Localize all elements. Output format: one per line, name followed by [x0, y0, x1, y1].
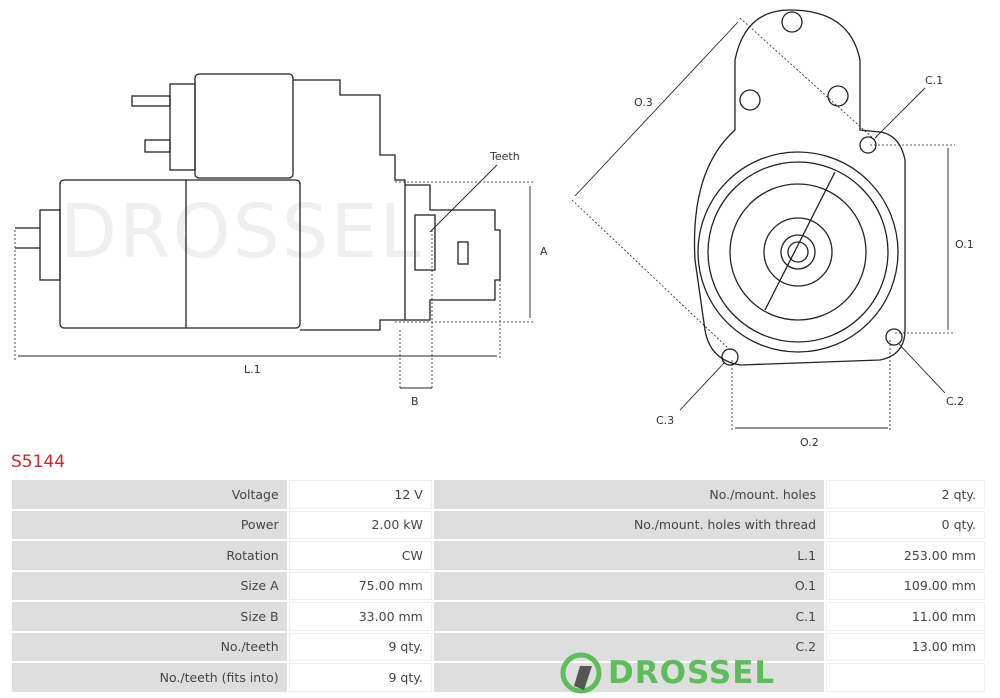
spec-label: No./teeth (fits into) [12, 663, 287, 692]
spec-value: 9 qty. [288, 663, 432, 692]
spec-value: 109.00 mm [826, 571, 985, 600]
spec-label: No./mount. holes [433, 480, 825, 509]
spec-label: L.1 [433, 541, 825, 570]
starter-drawing: Teeth A B L.1 O.3 C.1 O.1 C.2 C.3 O.2 [14, 9, 974, 449]
spec-label: No./mount. holes with thread [433, 510, 825, 539]
drossel-logo: DROSSEL [560, 652, 775, 694]
label-o2: O.2 [800, 436, 819, 449]
label-c1: C.1 [925, 74, 943, 87]
label-teeth: Teeth [489, 150, 520, 163]
spec-label [433, 663, 825, 692]
spec-label: O.1 [433, 571, 825, 600]
label-l1: L.1 [244, 363, 261, 376]
spec-label: Rotation [12, 541, 287, 570]
spec-value: 11.00 mm [826, 602, 985, 631]
spec-label: No./teeth [12, 632, 287, 661]
spec-label: Size A [12, 571, 287, 600]
spec-row: No./teeth (fits into)9 qty. [12, 663, 985, 692]
side-view [14, 73, 535, 390]
spec-value: CW [288, 541, 432, 570]
product-code: S5144 [11, 452, 66, 472]
spec-label: Size B [12, 602, 287, 631]
spec-value: 253.00 mm [826, 541, 985, 570]
spec-label: C.2 [433, 632, 825, 661]
spec-value: 13.00 mm [826, 632, 985, 661]
spec-label: C.1 [433, 602, 825, 631]
spec-value: 75.00 mm [288, 571, 432, 600]
spec-value: 9 qty. [288, 632, 432, 661]
spec-label: Voltage [12, 480, 287, 509]
spec-value: 0 qty. [826, 510, 985, 539]
label-b: B [411, 395, 419, 408]
front-view [571, 9, 955, 432]
spec-value: 2.00 kW [288, 510, 432, 539]
label-o1: O.1 [955, 238, 974, 251]
spec-value: 12 V [288, 480, 432, 509]
label-o3: O.3 [634, 96, 653, 109]
label-c2: C.2 [946, 395, 964, 408]
watermark: DROSSEL [60, 189, 423, 275]
spec-value: 33.00 mm [288, 602, 432, 631]
spec-value [826, 663, 985, 692]
logo-text: DROSSEL [608, 655, 776, 691]
spec-value: 2 qty. [826, 480, 985, 509]
label-c3: C.3 [656, 414, 674, 427]
spec-label: Power [12, 510, 287, 539]
logo-mark-icon [560, 652, 602, 694]
label-a: A [540, 245, 548, 258]
